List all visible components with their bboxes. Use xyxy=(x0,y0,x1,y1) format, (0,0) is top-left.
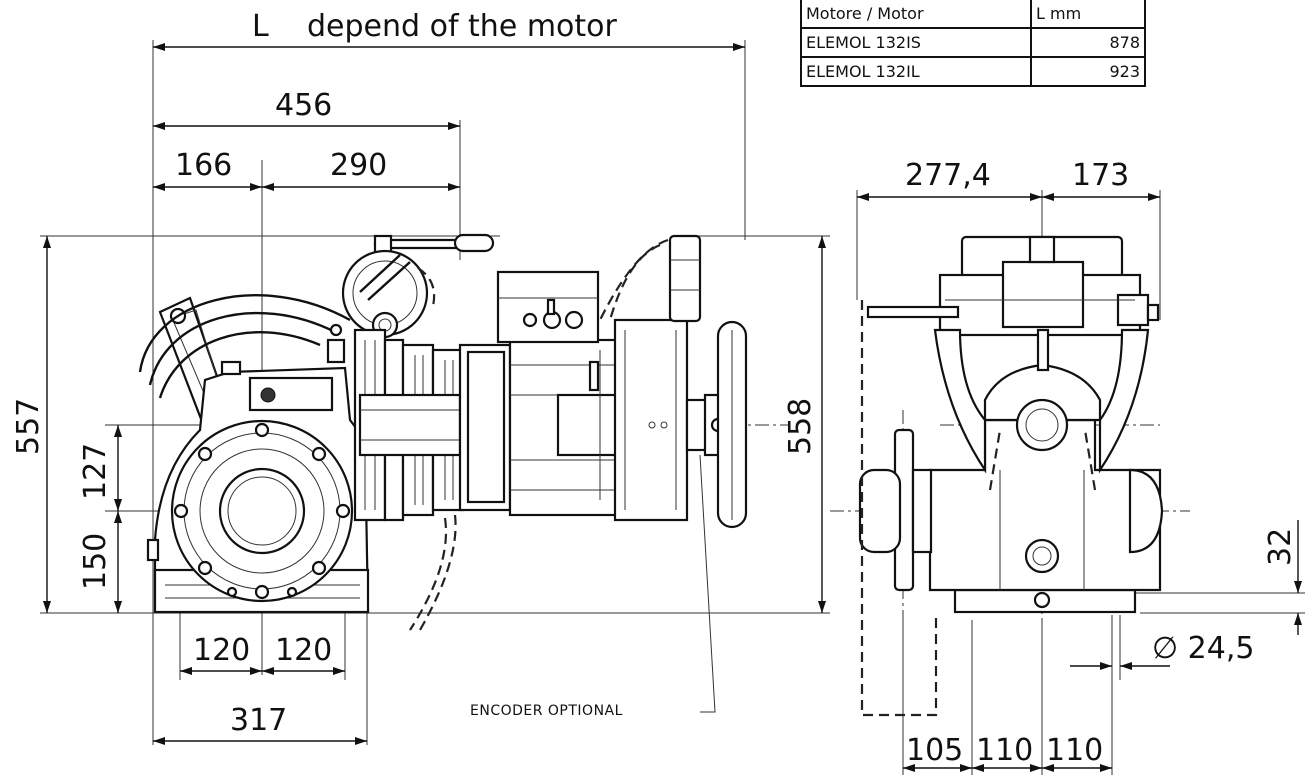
dimension-32: 32 xyxy=(1263,528,1298,566)
front-shaft xyxy=(1128,468,1164,554)
table-header-motor: Motore / Motor xyxy=(800,0,1032,29)
encoder-optional xyxy=(409,234,716,713)
table-row: ELEMOL 132IS 878 xyxy=(800,27,1146,58)
output-flange xyxy=(170,419,354,603)
dimension-557: 557 xyxy=(11,398,46,455)
dimension-L-symbol: L xyxy=(252,9,269,44)
dimension-290: 290 xyxy=(330,148,387,183)
dimension-456: 456 xyxy=(275,88,332,123)
dimension-110-left: 110 xyxy=(976,733,1033,768)
dimension-127: 127 xyxy=(78,443,113,500)
dimension-bore-diameter: ∅ 24,5 xyxy=(1152,631,1254,666)
brake-stack xyxy=(353,328,465,522)
dimension-277-4: 277,4 xyxy=(905,158,991,193)
motor-body xyxy=(458,270,726,522)
encoder-note: ENCODER OPTIONAL xyxy=(470,703,623,719)
dimension-L-note: depend of the motor xyxy=(307,9,618,44)
dimension-120-left: 120 xyxy=(193,633,250,668)
front-pulley xyxy=(858,305,960,592)
front-housing xyxy=(928,363,1162,609)
table-cell-length: 923 xyxy=(1030,56,1146,87)
dimension-558: 558 xyxy=(783,398,818,455)
dimension-173: 173 xyxy=(1072,158,1129,193)
front-motor-top xyxy=(933,235,1160,474)
table-cell-length: 878 xyxy=(1030,27,1146,58)
dimension-105: 105 xyxy=(906,733,963,768)
motor-length-table: Motore / Motor L mm ELEMOL 132IS 878 ELE… xyxy=(800,0,1146,87)
side-view: L depend of the motor 456 166 290 557 12… xyxy=(11,9,830,745)
table-header-row: Motore / Motor L mm xyxy=(800,0,1146,29)
dimension-317: 317 xyxy=(230,703,287,738)
hand-wheel xyxy=(716,320,748,529)
table-header-length: L mm xyxy=(1030,0,1146,29)
table-cell-model: ELEMOL 132IS xyxy=(800,27,1032,58)
dimension-166: 166 xyxy=(175,148,232,183)
release-handle xyxy=(326,233,495,364)
dimension-110-right: 110 xyxy=(1046,733,1103,768)
cable xyxy=(138,294,351,399)
dimension-150: 150 xyxy=(78,533,113,590)
table-cell-model: ELEMOL 132IL xyxy=(800,56,1032,87)
table-row: ELEMOL 132IL 923 xyxy=(800,56,1146,87)
front-view: 277,4 173 32 ∅ 24,5 105 110 110 xyxy=(830,158,1305,775)
dimension-120-right: 120 xyxy=(275,633,332,668)
